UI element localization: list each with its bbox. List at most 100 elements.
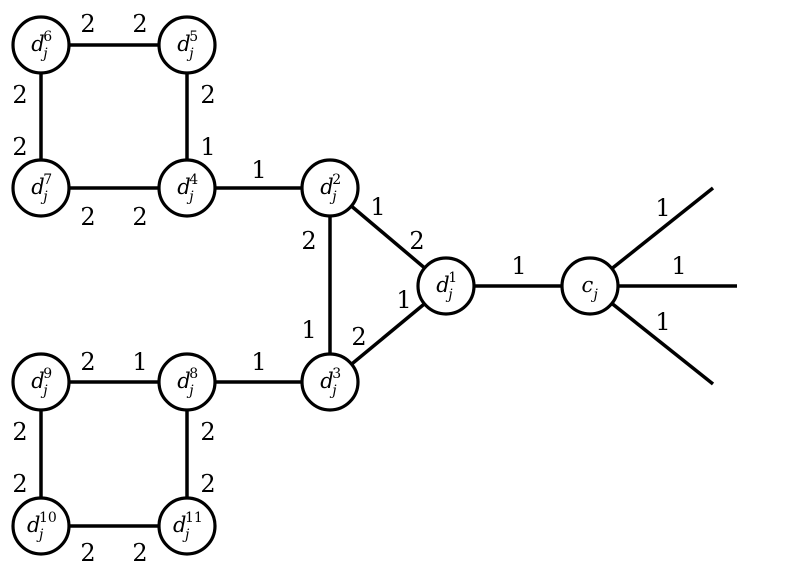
node-label-subscript: j <box>186 46 194 62</box>
edges-layer <box>39 43 737 528</box>
node-label-subscript: j <box>186 189 194 205</box>
node-label-base: d <box>173 513 186 537</box>
edge-weight-label: 2 <box>80 539 95 567</box>
edge-weight-label: 1 <box>132 348 147 376</box>
edge-weight-label: 1 <box>370 193 385 221</box>
edge-weight-label: 1 <box>200 133 215 161</box>
edge-weight-label: 1 <box>655 308 670 336</box>
node-label-superscript: 9 <box>43 366 52 382</box>
edge-weight-label: 1 <box>671 252 686 280</box>
node-label-base: d <box>31 32 44 56</box>
node-label-subscript: j <box>40 46 48 62</box>
edge-weight-label: 2 <box>132 539 147 567</box>
node-label-base: d <box>436 273 449 297</box>
edge-weight-label: 1 <box>396 286 411 314</box>
edge-weight-label: 2 <box>200 418 215 446</box>
edge-weight-label: 2 <box>301 227 316 255</box>
node-label-superscript: 6 <box>43 29 52 45</box>
node-label-subscript: j <box>186 383 194 399</box>
node-label-base: d <box>31 369 44 393</box>
node-circle <box>157 15 217 75</box>
node-label: cj <box>582 273 599 303</box>
node-label-base: c <box>582 273 594 297</box>
node-circle <box>157 496 217 556</box>
node-circle <box>11 15 71 75</box>
edge-weight-label: 2 <box>200 470 215 498</box>
edge-weight-label: 1 <box>251 156 266 184</box>
node-label-superscript: 8 <box>189 366 198 382</box>
node-label-superscript: 7 <box>43 172 52 188</box>
node-label-subscript: j <box>182 527 190 543</box>
edge-weight-label: 2 <box>132 10 147 38</box>
node-label-base: d <box>320 175 333 199</box>
edge-weight-label: 2 <box>12 470 27 498</box>
node-label-base: d <box>27 513 40 537</box>
node-label-superscript: 5 <box>189 29 198 45</box>
node-label-subscript: j <box>445 287 453 303</box>
node-label-subscript: j <box>329 189 337 205</box>
node-label-superscript: 11 <box>185 510 203 526</box>
node-circle <box>11 352 71 412</box>
node-label-subscript: j <box>40 189 48 205</box>
node-cj: cj <box>560 256 620 316</box>
node-label-superscript: 10 <box>39 510 57 526</box>
node-label-subscript: j <box>591 287 599 303</box>
node-circle <box>300 352 360 412</box>
node-circle <box>11 496 71 556</box>
node-label-subscript: j <box>36 527 44 543</box>
node-label-subscript: j <box>40 383 48 399</box>
edge-weight-label: 2 <box>200 81 215 109</box>
node-label-base: d <box>177 369 190 393</box>
node-circle <box>11 158 71 218</box>
node-circle <box>157 352 217 412</box>
node-label-base: d <box>177 175 190 199</box>
edge-weight-label: 2 <box>12 418 27 446</box>
node-label-superscript: 2 <box>332 172 341 188</box>
edge-weight-label: 1 <box>301 316 316 344</box>
edge-weight-label: 2 <box>132 203 147 231</box>
edge-weight-label: 2 <box>80 203 95 231</box>
node-circle <box>157 158 217 218</box>
node-label-base: d <box>31 175 44 199</box>
node-label-base: d <box>177 32 190 56</box>
edge-weight-label: 2 <box>12 81 27 109</box>
edge-weight-label: 2 <box>80 10 95 38</box>
node-label-subscript: j <box>329 383 337 399</box>
edge-weight-label: 2 <box>409 227 424 255</box>
node-label-superscript: 1 <box>448 270 457 286</box>
edge-weight-label: 2 <box>80 348 95 376</box>
edge-weight-label: 2 <box>12 133 27 161</box>
edge-weight-label: 2 <box>351 323 366 351</box>
node-circle <box>300 158 360 218</box>
node-label-superscript: 4 <box>189 172 198 188</box>
edge-weight-label: 1 <box>655 194 670 222</box>
node-circle <box>560 256 620 316</box>
node-label-base: d <box>320 369 333 393</box>
node-label-superscript: 3 <box>332 366 341 382</box>
